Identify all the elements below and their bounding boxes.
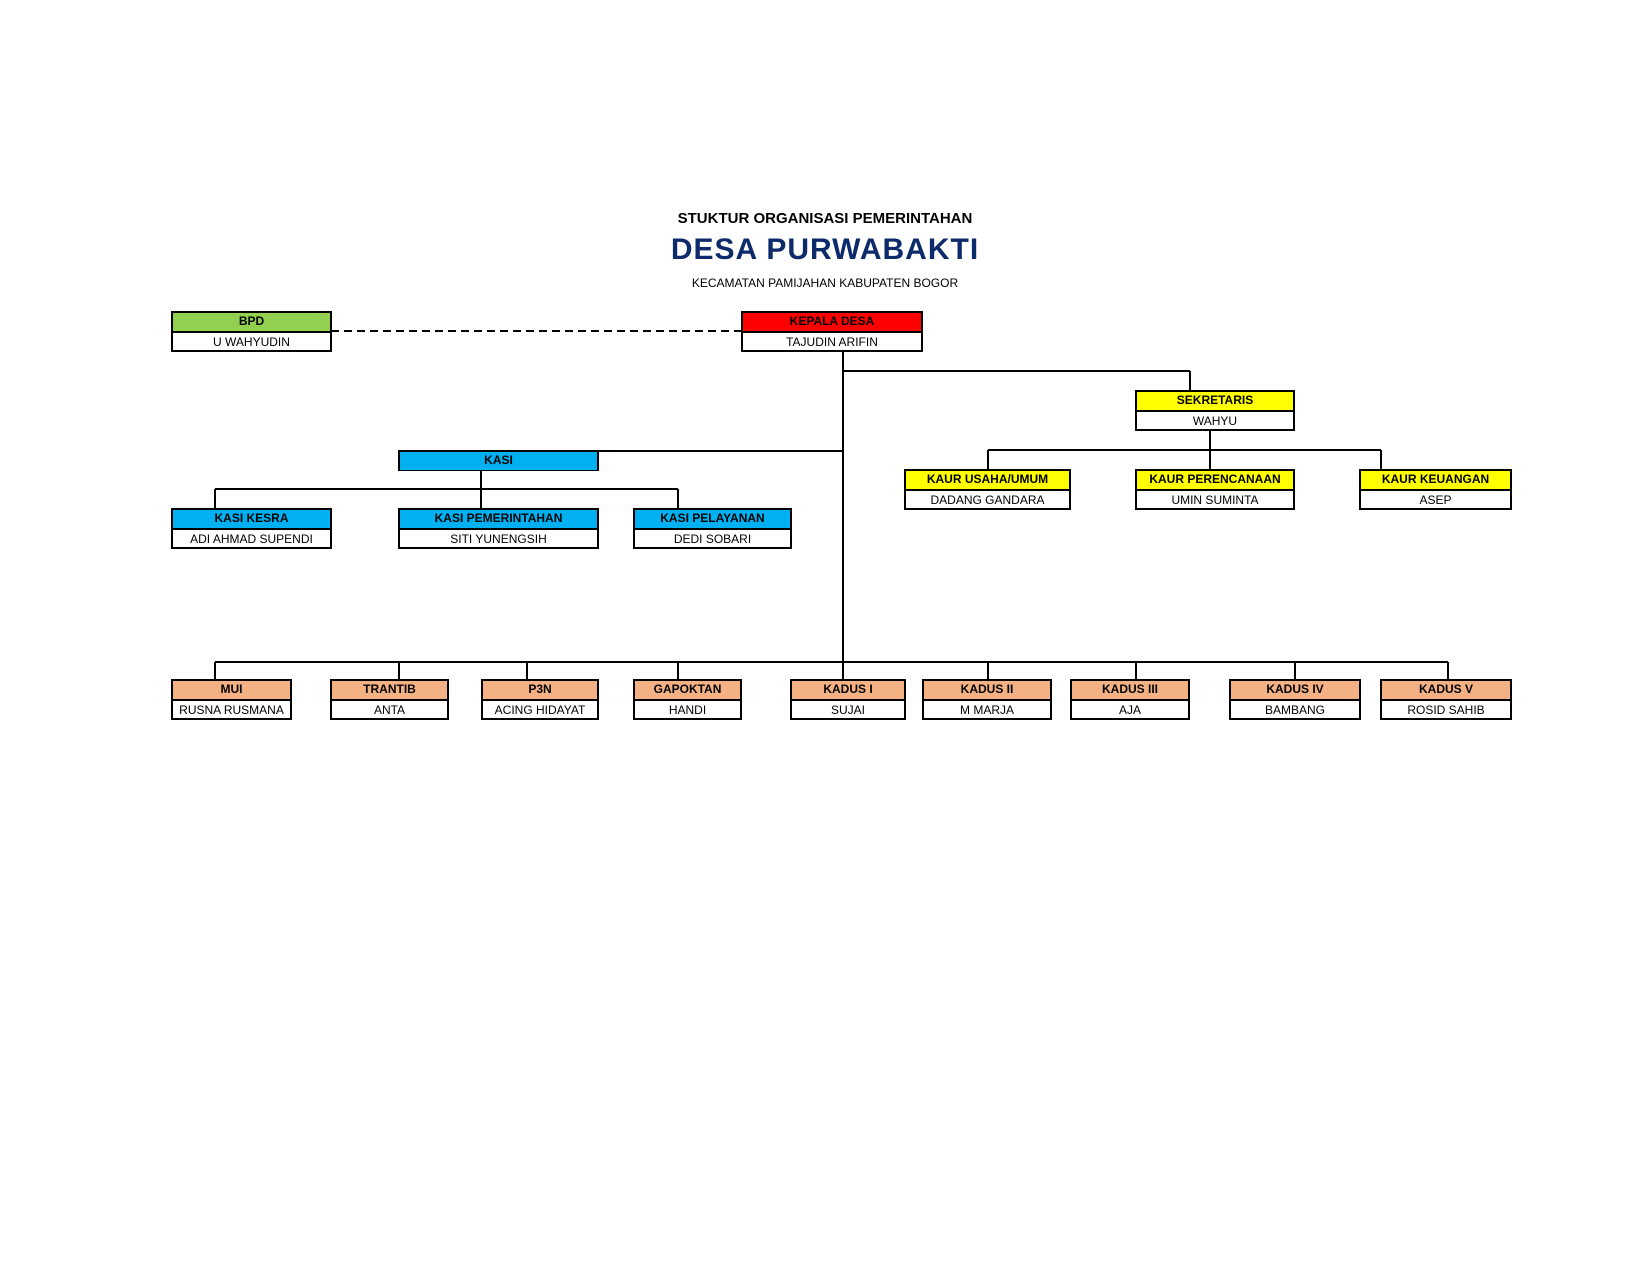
node-kadus-4: KADUS IV BAMBANG: [1229, 679, 1361, 720]
district-subtitle: KECAMATAN PAMIJAHAN KABUPATEN BOGOR: [691, 276, 959, 290]
node-gapoktan: GAPOKTAN HANDI: [633, 679, 742, 720]
node-person: SUJAI: [830, 703, 865, 717]
node-person: ROSID SAHIB: [1407, 703, 1485, 717]
node-kasi-pelayanan: KASI PELAYANAN DEDI SOBARI: [633, 508, 792, 549]
node-role: KEPALA DESA: [743, 313, 921, 333]
node-role: P3N: [483, 681, 597, 701]
node-role: KASI KESRA: [173, 510, 330, 530]
node-role: KASI PEMERINTAHAN: [400, 510, 597, 530]
node-role: KAUR KEUANGAN: [1361, 471, 1510, 491]
node-role: KAUR PERENCANAAN: [1137, 471, 1293, 491]
node-role: TRANTIB: [332, 681, 447, 701]
node-role: KADUS V: [1382, 681, 1510, 701]
node-person: RUSNA RUSMANA: [179, 703, 284, 717]
node-p3n: P3N ACING HIDAYAT: [481, 679, 599, 720]
node-kadus-3: KADUS III AJA: [1070, 679, 1190, 720]
node-person: DADANG GANDARA: [930, 493, 1045, 507]
node-kadus-1: KADUS I SUJAI: [790, 679, 906, 720]
node-kasi: KASI: [398, 450, 599, 471]
node-role: GAPOKTAN: [635, 681, 740, 701]
node-kadus-2: KADUS II M MARJA: [922, 679, 1052, 720]
node-role: KADUS IV: [1231, 681, 1359, 701]
node-kasi-kesra: KASI KESRA ADI AHMAD SUPENDI: [171, 508, 332, 549]
node-kaur-perencanaan: KAUR PERENCANAAN UMIN SUMINTA: [1135, 469, 1295, 510]
node-bpd: BPD U WAHYUDIN: [171, 311, 332, 352]
node-role: BPD: [173, 313, 330, 333]
village-title: DESA PURWABAKTI: [670, 233, 980, 266]
node-person: UMIN SUMINTA: [1171, 493, 1259, 507]
node-role: KADUS II: [924, 681, 1050, 701]
node-person: ADI AHMAD SUPENDI: [190, 532, 313, 546]
node-role: KADUS III: [1072, 681, 1188, 701]
node-role: KASI PELAYANAN: [635, 510, 790, 530]
node-person: TAJUDIN ARIFIN: [786, 335, 878, 349]
node-kaur-keuangan: KAUR KEUANGAN ASEP: [1359, 469, 1512, 510]
node-mui: MUI RUSNA RUSMANA: [171, 679, 292, 720]
node-person: U WAHYUDIN: [213, 335, 290, 349]
node-person: ASEP: [1419, 493, 1452, 507]
node-person: SITI YUNENGSIH: [450, 532, 547, 546]
node-kadus-5: KADUS V ROSID SAHIB: [1380, 679, 1512, 720]
chart-heading: STUKTUR ORGANISASI PEMERINTAHAN: [677, 210, 973, 227]
node-person: WAHYU: [1192, 414, 1238, 428]
node-role: SEKRETARIS: [1137, 392, 1293, 412]
node-person: BAMBANG: [1264, 703, 1325, 717]
node-person: HANDI: [668, 703, 707, 717]
node-person: M MARJA: [960, 703, 1014, 717]
node-person: DEDI SOBARI: [673, 532, 752, 546]
node-person: ACING HIDAYAT: [494, 703, 586, 717]
node-kaur-umum: KAUR USAHA/UMUM DADANG GANDARA: [904, 469, 1071, 510]
node-sekretaris: SEKRETARIS WAHYU: [1135, 390, 1295, 431]
node-trantib: TRANTIB ANTA: [330, 679, 449, 720]
node-person: ANTA: [373, 703, 406, 717]
node-role: KADUS I: [792, 681, 904, 701]
node-role: MUI: [173, 681, 290, 701]
node-kepala-desa: KEPALA DESA TAJUDIN ARIFIN: [741, 311, 923, 352]
node-role: KASI: [400, 452, 597, 470]
node-person: AJA: [1118, 703, 1141, 717]
node-kasi-pemerintahan: KASI PEMERINTAHAN SITI YUNENGSIH: [398, 508, 599, 549]
node-role: KAUR USAHA/UMUM: [906, 471, 1069, 491]
